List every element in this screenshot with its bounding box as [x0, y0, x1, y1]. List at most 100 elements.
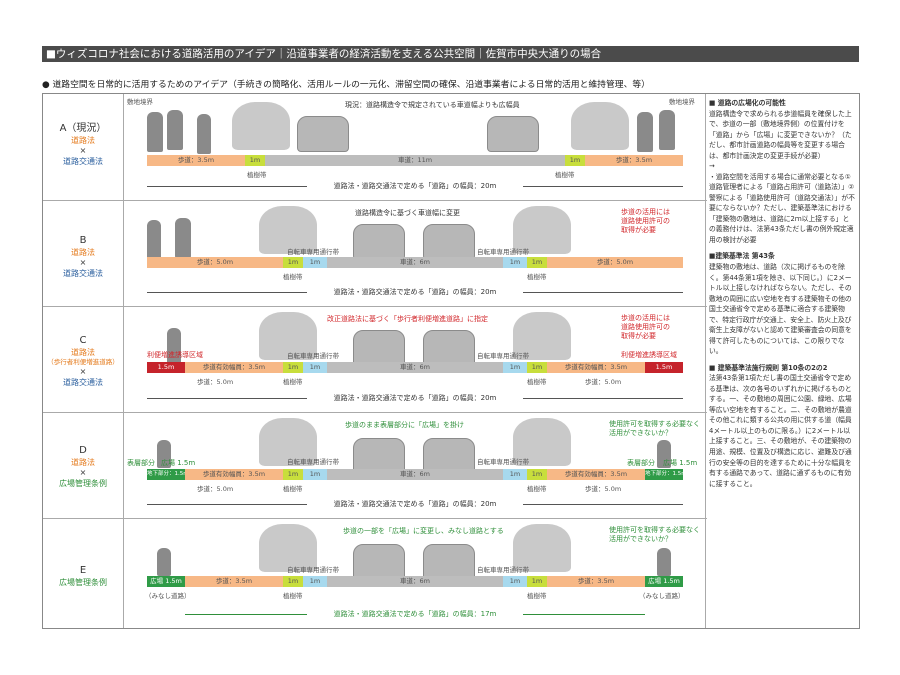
row-e-bikelane: 1m [303, 576, 327, 587]
row-d-sidewalk: 歩道有効幅員：3.5m [185, 469, 283, 480]
row-a-sidewalk: 歩道：3.5m [585, 155, 683, 166]
row-b-treebelt: 1m [527, 257, 547, 268]
bike-lane-label: 自転車専用通行帯 [287, 458, 339, 466]
row-d-plaza: 地下部分：1.5m [147, 469, 185, 480]
row-e-treebelt: 1m [527, 576, 547, 587]
pedestrian-icon [197, 114, 211, 154]
seated-person-icon [657, 548, 671, 576]
tree-icon [513, 312, 571, 360]
row-c-label: C 道路法 （歩行者利便増進道路） × 道路交通法 [47, 335, 119, 387]
tree-zone-label: 植樹帯 [555, 171, 575, 179]
row-c-bikelane: 1m [503, 362, 527, 373]
pedestrian-icon [637, 112, 653, 152]
tree-icon [259, 312, 317, 360]
row-d-treebelt: 1m [527, 469, 547, 480]
note-paragraph: 建築物の敷地は、道路（次に掲げるものを除く。第44条第1項を除き、以下同じ。）に… [709, 262, 852, 356]
row-c-roadway: 車道：6m [327, 362, 503, 373]
row-e-sidewalk: 歩道：3.5m [547, 576, 645, 587]
tree-icon [259, 524, 317, 572]
row-c-caption: 改正道路法に基づく「歩行者利便増進道路」に指定 [327, 315, 488, 323]
row-a-label: A（現況） 道路法 × 道路交通法 [59, 123, 107, 167]
zone-label: 利便増進誘導区域 [621, 351, 677, 359]
car-icon [487, 116, 539, 152]
row-e-label: E 広場管理条例 [59, 565, 107, 587]
note-heading: ■ 道路の広場化の可能性 [709, 99, 786, 107]
tree-zone-label: 植樹帯 [527, 592, 547, 600]
row-e-sidewalk: 歩道：3.5m [185, 576, 283, 587]
comparison-table: 敷地境界 敷地境界 A（現況） 道路法 × 道路交通法 現況：道路構造令で規定さ… [42, 93, 860, 629]
car-icon [423, 438, 475, 474]
row-a-sidewalk: 歩道：3.5m [147, 155, 245, 166]
site-boundary-left: 敷地境界 [127, 98, 153, 106]
zone-label: 表層部分 [127, 459, 155, 467]
note-paragraph: 法第43条第1項ただし書の国土交通省令で定める基準は、次の各号のいずれかに掲げる… [709, 374, 852, 488]
row-c-sidewalk: 歩道有効幅員：3.5m [547, 362, 645, 373]
row-a-section: 現況：道路構造令で規定されている車道幅よりも広幅員 歩道：3.5m 1m 車道：… [127, 94, 703, 200]
row-c-sidewalk: 歩道有効幅員：3.5m [185, 362, 283, 373]
car-icon [423, 224, 475, 260]
row-d-treebelt: 1m [283, 469, 303, 480]
right-notes: ■ 道路の広場化の可能性 道路構造令で求められる歩道幅員を確保した上で、歩道の一… [709, 98, 855, 489]
sub-segment-label: 歩道：5.0m [197, 485, 234, 493]
row-e-plaza: 広場 1.5m [645, 576, 683, 587]
row-a-caption: 現況：道路構造令で規定されている車道幅よりも広幅員 [345, 101, 520, 109]
seated-person-icon [157, 548, 171, 576]
row-e-roadway: 車道：6m [327, 576, 503, 587]
bike-lane-label: 自転車専用通行帯 [477, 352, 529, 360]
row-e-bikelane: 1m [503, 576, 527, 587]
row-e-width-note: 道路法・道路交通法で定める「道路」の幅員：17m [307, 609, 523, 619]
tree-icon [259, 206, 317, 254]
tree-icon [571, 102, 629, 150]
tree-icon [513, 206, 571, 254]
bike-lane-label: 自転車専用通行帯 [477, 566, 529, 574]
row-e-treebelt: 1m [283, 576, 303, 587]
tree-icon [513, 418, 571, 466]
pedestrian-icon [175, 218, 191, 258]
row-b-caption: 道路構造令に基づく車道幅に変更 [355, 209, 460, 217]
car-icon [297, 116, 349, 152]
row-c-section: 改正道路法に基づく「歩行者利便増進道路」に指定 歩道の活用には 道路使用許可の … [127, 306, 703, 412]
row-d-label: D 道路法 × 広場管理条例 [59, 445, 107, 489]
zone-label: 利便増進誘導区域 [147, 351, 203, 359]
car-icon [353, 330, 405, 366]
sub-segment-label: 歩道：5.0m [585, 485, 622, 493]
row-b-sidewalk: 歩道：5.0m [147, 257, 283, 268]
bike-lane-label: 自転車専用通行帯 [287, 248, 339, 256]
row-e-green-note: 使用許可を取得する必要なく 活用ができないか？ [609, 526, 700, 544]
tree-icon [513, 524, 571, 572]
bike-lane-label: 自転車専用通行帯 [287, 566, 339, 574]
row-b-label: B 道路法 × 道路交通法 [63, 235, 103, 279]
tree-icon [232, 102, 290, 150]
note-heading: ■ 建築基準法施行規則 第10条の2の2 [709, 363, 828, 372]
sub-segment-label: 歩道：5.0m [585, 378, 622, 386]
pedestrian-icon [147, 112, 163, 152]
zone-label: 表層部分 [627, 459, 655, 467]
tree-zone-label: 植樹帯 [283, 378, 303, 386]
row-d-caption: 歩道のまま表層部分に「広場」を掛け [345, 421, 464, 429]
row-d-section: 歩道のまま表層部分に「広場」を掛け 使用許可を取得する必要なく 活用ができないか… [127, 412, 703, 518]
row-b-roadway: 車道：6m [327, 257, 503, 268]
row-d-width-note: 道路法・道路交通法で定める「道路」の幅員：20m [307, 499, 523, 509]
row-d-green-note: 使用許可を取得する必要なく 活用ができないか？ [609, 420, 700, 438]
row-b-bikelane: 1m [303, 257, 327, 268]
subtitle: ● 道路空間を日常的に活用するためのアイデア（手続きの簡略化、活用ルールの一元化… [42, 80, 650, 90]
pedestrian-icon [167, 328, 181, 368]
row-a-treebelt: 1m [245, 155, 265, 166]
note-paragraph: 道路構造令で求められる歩道幅員を確保した上で、歩道の一部（敷地境界側）の位置付け… [709, 109, 852, 160]
row-d-roadway: 車道：6m [327, 469, 503, 480]
row-b-section: 道路構造令に基づく車道幅に変更 歩道の活用には 道路使用許可の 取得が必要 自転… [127, 200, 703, 306]
pedestrian-icon [167, 110, 183, 150]
row-c-treebelt: 1m [527, 362, 547, 373]
bike-lane-label: 自転車専用通行帯 [477, 458, 529, 466]
zone-label: （みなし道路） [145, 592, 191, 600]
note-heading: ■建築基準法 第43条 [709, 252, 775, 261]
row-e-plaza: 広場 1.5m [147, 576, 185, 587]
row-d-bikelane: 1m [503, 469, 527, 480]
row-a-roadway: 車道：11m [265, 155, 565, 166]
row-c-treebelt: 1m [283, 362, 303, 373]
tree-zone-label: 植樹帯 [527, 485, 547, 493]
note-arrow: → [709, 162, 715, 171]
sub-segment-label: 歩道：5.0m [197, 378, 234, 386]
tree-zone-label: 植樹帯 [283, 273, 303, 281]
col-divider-right [705, 94, 706, 628]
